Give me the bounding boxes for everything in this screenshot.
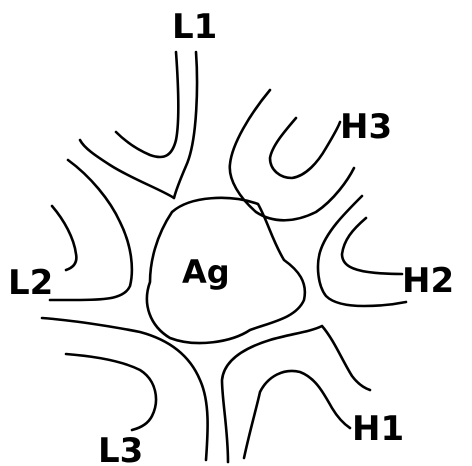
loop-h1-inner-curve bbox=[244, 371, 350, 458]
loop-l2-outer-curve bbox=[50, 160, 132, 300]
loop-h2-inner-curve bbox=[342, 218, 402, 274]
loop-l3-label: L3 bbox=[98, 431, 143, 466]
loop-h3-label: H3 bbox=[340, 107, 392, 147]
loop-h3: H3 bbox=[230, 90, 392, 220]
loop-h3-inner-curve bbox=[270, 118, 340, 178]
loop-l2: L2 bbox=[8, 160, 132, 303]
loop-l1: L1 bbox=[80, 7, 217, 198]
loop-h1-label: H1 bbox=[352, 409, 404, 449]
loop-h1: H1 bbox=[222, 326, 404, 462]
loop-l1-outer-curve bbox=[80, 52, 197, 198]
loop-l1-label: L1 bbox=[172, 7, 217, 47]
loop-h2-outer-curve bbox=[318, 196, 406, 306]
loop-l3: L3 bbox=[42, 318, 208, 466]
loop-h2: H2 bbox=[318, 196, 454, 306]
antigen-label: Ag bbox=[182, 253, 230, 291]
loop-h2-label: H2 bbox=[402, 261, 454, 301]
loop-l2-inner-curve bbox=[52, 206, 76, 270]
loop-l1-inner-curve bbox=[116, 52, 178, 157]
loop-l3-inner-curve bbox=[66, 354, 156, 430]
loop-l2-label: L2 bbox=[8, 263, 53, 303]
loop-h1-outer-curve bbox=[222, 326, 370, 462]
